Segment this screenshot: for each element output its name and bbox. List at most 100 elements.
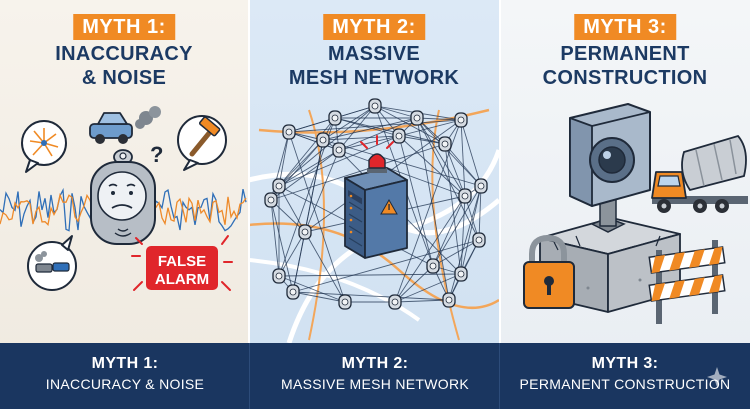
question-mark: ? xyxy=(150,142,163,167)
mesh-link xyxy=(278,231,306,277)
mesh-link xyxy=(338,105,376,151)
myth-3-title: PERMANENT CONSTRUCTION xyxy=(500,42,750,90)
false-alarm-line2: ALARM xyxy=(155,271,209,288)
mesh-link xyxy=(288,131,346,303)
mesh-link xyxy=(278,185,306,233)
mesh-link xyxy=(322,117,418,141)
mesh-link xyxy=(338,135,400,151)
myth-1-illustration: ? xyxy=(0,106,247,291)
mesh-link xyxy=(374,105,418,119)
mesh-link xyxy=(278,149,340,187)
camera-sensor-icon xyxy=(569,103,651,233)
sensor-node-icon xyxy=(410,110,424,126)
cement-mixer-truck-icon xyxy=(651,134,748,213)
myth-1-panel: MYTH 1: INACCURACY & NOISE xyxy=(0,0,248,409)
sensor-node-icon xyxy=(472,232,486,248)
sensor-node-icon xyxy=(282,124,296,140)
mesh-link xyxy=(322,105,376,141)
mesh-link xyxy=(398,135,446,145)
myth-3-panel: MYTH 3: PERMANENT CONSTRUCTION xyxy=(500,0,750,409)
sensor-node-icon xyxy=(442,292,456,308)
footer-myth-1-label: MYTH 1: xyxy=(91,355,159,372)
mesh-link xyxy=(398,119,462,137)
footer-myth-1: MYTH 1: INACCURACY & NOISE xyxy=(0,343,250,409)
mesh-link xyxy=(270,199,306,233)
false-alarm-badge: FALSE ALARM xyxy=(131,235,233,291)
sensor-node-icon xyxy=(332,142,346,158)
mesh-link xyxy=(416,117,462,121)
mesh-link xyxy=(398,135,434,267)
myth-2-tag: MYTH 2: xyxy=(323,14,425,40)
myth-1-title-line1: INACCURACY xyxy=(55,43,193,65)
footer-divider xyxy=(249,343,250,409)
footer-myth-3-label: MYTH 3: xyxy=(591,355,659,372)
mesh-link xyxy=(278,275,346,303)
sensor-node-icon xyxy=(298,224,312,240)
mesh-link xyxy=(338,117,418,151)
padlock-icon xyxy=(523,234,575,309)
mesh-link xyxy=(394,299,450,303)
footer-myth-3-text: PERMANENT CONSTRUCTION xyxy=(519,376,731,392)
sensor-device-icon xyxy=(90,149,156,245)
mesh-link xyxy=(334,117,446,145)
mesh-link xyxy=(278,139,324,187)
mesh-link xyxy=(270,143,446,201)
mesh-link xyxy=(270,199,280,277)
sensor-node-icon xyxy=(316,132,330,148)
sensor-node-icon xyxy=(388,294,402,310)
mesh-link xyxy=(432,185,482,267)
myth-2-title-line2: MESH NETWORK xyxy=(288,67,460,89)
myth-3-illustration xyxy=(523,103,748,324)
mesh-link xyxy=(416,117,480,241)
sensor-node-icon xyxy=(474,178,488,194)
mesh-link xyxy=(394,265,434,303)
mesh-link xyxy=(304,149,340,233)
car-icon xyxy=(89,106,161,144)
myth-2-title-line1: MASSIVE xyxy=(327,43,421,65)
hammer-icon xyxy=(177,115,227,171)
myth-2-panel: MYTH 2: MASSIVE MESH NETWORK xyxy=(249,0,499,409)
mesh-link xyxy=(460,119,466,197)
mesh-link xyxy=(416,117,450,301)
sensor-node-icon xyxy=(328,110,342,126)
mesh-link xyxy=(416,117,466,197)
sensor-node-icon xyxy=(368,98,382,114)
footer-myth-2: MYTH 2: MASSIVE MESH NETWORK xyxy=(250,343,500,409)
myth-2-illustration xyxy=(249,98,499,343)
myth-1-tag: MYTH 1: xyxy=(73,14,175,40)
mesh-link xyxy=(394,273,462,303)
mesh-link xyxy=(288,117,336,133)
mesh-link xyxy=(292,231,306,293)
sensor-node-icon xyxy=(338,294,352,310)
mesh-link xyxy=(292,239,480,293)
mesh-link xyxy=(270,199,294,293)
myth-3-tag: MYTH 3: xyxy=(574,14,676,40)
mesh-link xyxy=(460,185,482,275)
sensor-node-icon xyxy=(458,188,472,204)
mesh-link xyxy=(292,291,450,301)
mesh-link xyxy=(394,195,466,303)
traffic-icon xyxy=(27,235,77,291)
panel-separator xyxy=(248,0,250,343)
myth-1-title-line2: & NOISE xyxy=(81,67,167,89)
mesh-link xyxy=(448,185,482,301)
mesh-link xyxy=(444,143,482,187)
mesh-links xyxy=(264,98,488,310)
myth-2-title: MASSIVE MESH NETWORK xyxy=(249,42,499,90)
sparkle-icon xyxy=(707,367,727,387)
myth-3-title-line1: PERMANENT xyxy=(560,43,690,65)
mesh-link xyxy=(478,185,482,241)
barricade-icon xyxy=(648,240,726,324)
myth-1-title: INACCURACY & NOISE xyxy=(0,42,248,90)
server-icon xyxy=(344,167,408,259)
sensor-node-icon xyxy=(392,128,406,144)
mesh-link xyxy=(460,119,482,187)
mesh-link xyxy=(292,291,346,303)
sensor-node-icon xyxy=(438,136,452,152)
footer-myth-3: MYTH 3: PERMANENT CONSTRUCTION xyxy=(500,343,750,409)
mesh-link xyxy=(432,239,480,267)
fireworks-icon xyxy=(21,120,67,173)
mesh-link xyxy=(278,273,462,277)
mesh-link xyxy=(398,135,466,197)
